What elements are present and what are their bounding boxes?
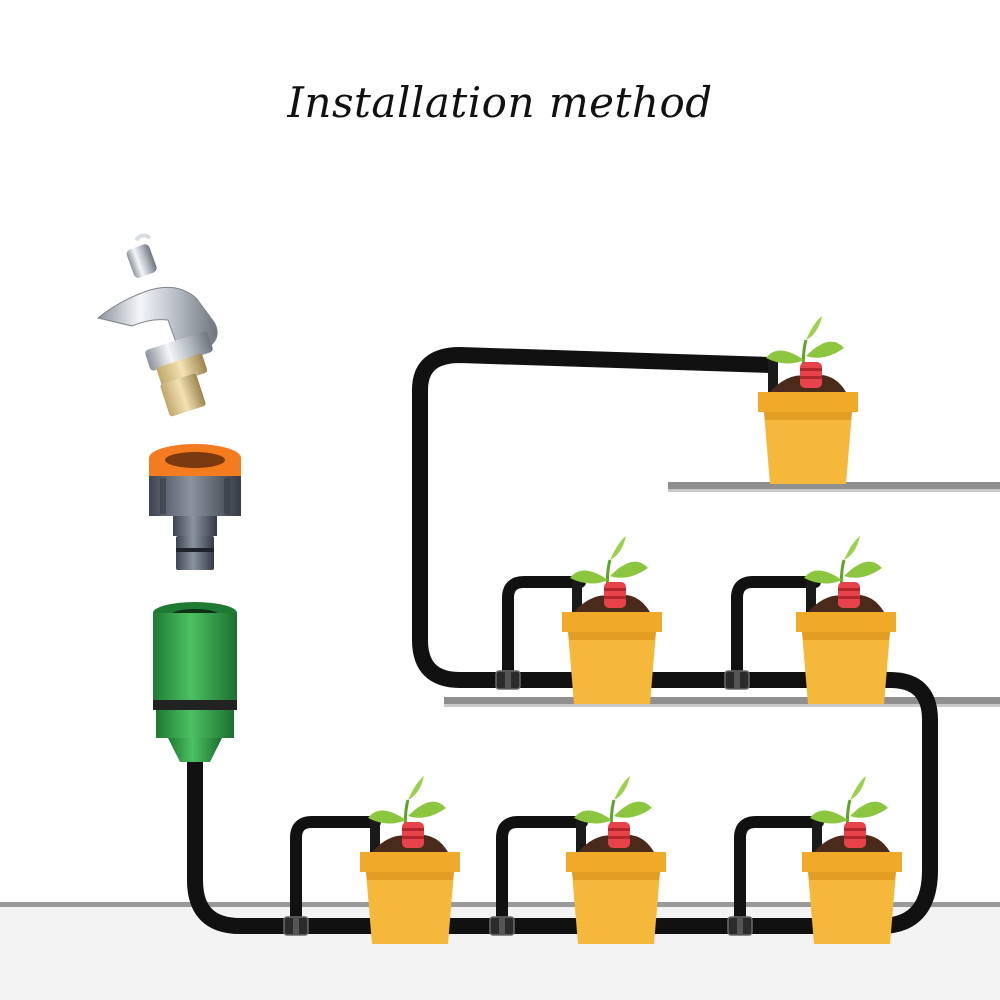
- tap-adapter-icon: [149, 444, 241, 570]
- main-hose: [187, 347, 938, 934]
- faucet-icon: [96, 233, 218, 417]
- plant-pot-icon: [358, 314, 904, 946]
- tee-joint-icon: [283, 670, 753, 936]
- page-title: Installation method: [287, 78, 713, 127]
- shelf-middle: [444, 697, 1000, 707]
- shelf-top: [668, 482, 1000, 492]
- branch-hoses: [290, 576, 824, 932]
- quick-connector-icon: [153, 602, 237, 762]
